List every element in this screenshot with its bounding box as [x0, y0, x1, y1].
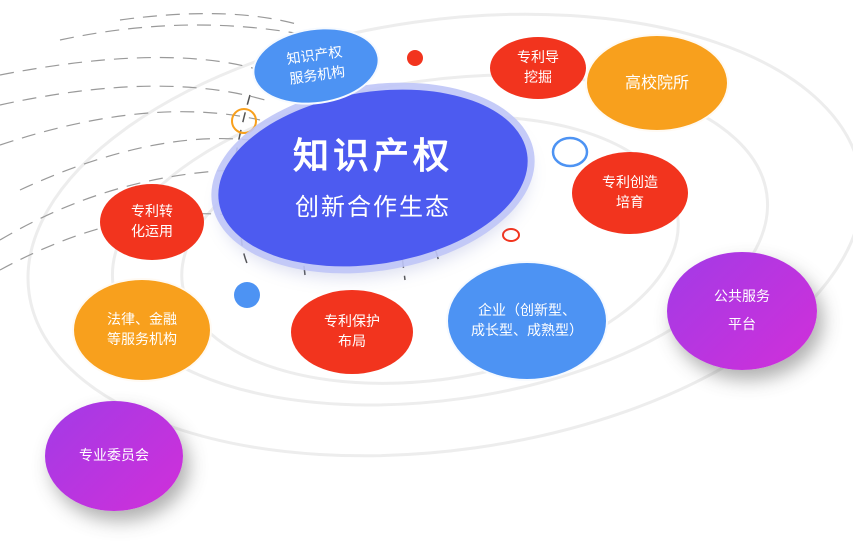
node-enterprises: 企业（创新型、 成长型、成熟型） [446, 261, 608, 381]
decor-ring [551, 136, 589, 168]
node-patent-cultivation: 专利创造 培育 [572, 152, 688, 234]
node-universities: 高校院所 [585, 34, 729, 132]
node-committee: 专业委员会 [45, 401, 183, 511]
node-label: 高校院所 [624, 73, 689, 93]
node-label: 公共服务 平台 [714, 289, 770, 333]
node-label: 专业委员会 [79, 447, 149, 464]
decor-dot [407, 50, 423, 66]
node-patent-transfer: 专利转 化运用 [100, 184, 204, 260]
node-label: 企业（创新型、 成长型、成熟型） [471, 302, 583, 339]
node-label: 专利转 化运用 [131, 203, 173, 240]
node-patent-navigation: 专利导 挖掘 [490, 37, 586, 99]
node-public-platform: 公共服务 平台 [667, 252, 817, 370]
node-label: 专利导 挖掘 [517, 49, 559, 86]
node-label: 专利保护 布局 [324, 313, 380, 350]
node-label: 专利创造 培育 [602, 174, 658, 211]
node-label: 知识产权 服务机构 [285, 43, 347, 88]
center-title: 知识产权 [292, 135, 453, 177]
center-subtitle: 创新合作生态 [295, 192, 451, 221]
node-label: 法律、金融 等服务机构 [107, 311, 177, 348]
node-patent-protection: 专利保护 布局 [291, 290, 413, 374]
decor-dot [234, 282, 260, 308]
center-label: 知识产权 创新合作生态 [217, 92, 529, 264]
decor-ring [231, 108, 257, 134]
node-legal-finance: 法律、金融 等服务机构 [72, 278, 212, 382]
decor-ring [502, 228, 520, 242]
